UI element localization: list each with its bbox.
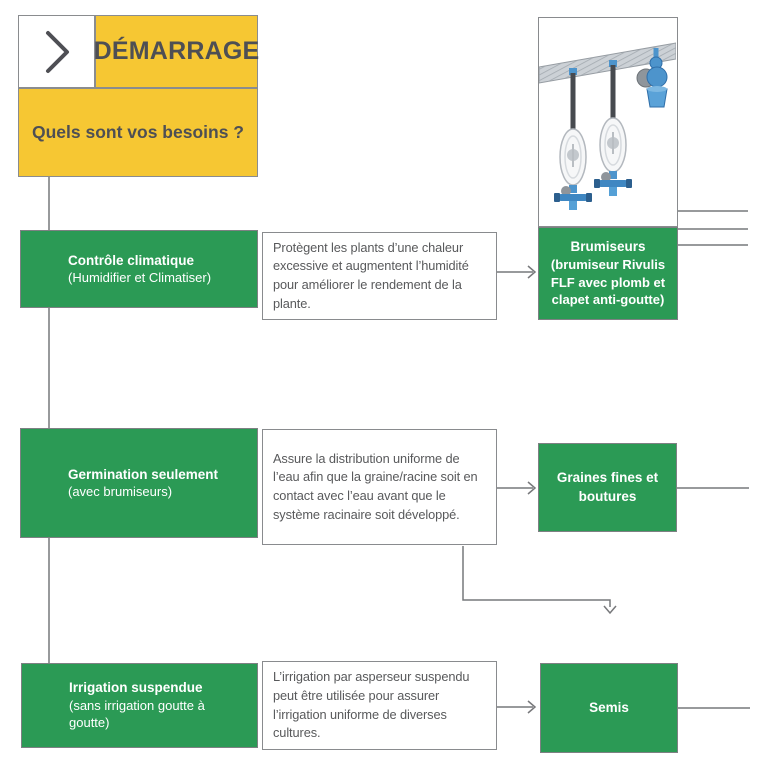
need-title: Contrôle climatique xyxy=(68,252,195,268)
start-box[interactable]: DÉMARRAGE xyxy=(93,15,260,88)
question-box: Quels sont vos besoins ? xyxy=(18,88,258,177)
arrow-row1-head xyxy=(527,265,537,279)
need-title: Irrigation suspendue xyxy=(69,680,203,696)
chevron-right-icon xyxy=(45,30,69,73)
description-box-row3: L’irrigation par asperseur suspendu peut… xyxy=(262,661,497,750)
result-subtitle: (brumiseur Rivulis FLF avec plomb et cla… xyxy=(550,257,666,308)
need-box-controle-climatique[interactable]: Contrôle climatique (Humidifier et Clima… xyxy=(20,230,258,308)
description-text: Protègent les plants d’une chaleur exces… xyxy=(273,239,469,311)
description-box-row2: Assure la distribution uniforme de l’eau… xyxy=(262,429,497,545)
description-text: L’irrigation par asperseur suspendu peut… xyxy=(273,669,470,741)
elbow-connector xyxy=(462,546,611,607)
pipe-connector-right xyxy=(636,48,668,108)
need-subtitle: (Humidifier et Climatiser) xyxy=(68,270,212,286)
start-label: DÉMARRAGE xyxy=(93,37,260,65)
need-subtitle: (sans irrigation goutte à goutte) xyxy=(69,698,205,731)
need-subtitle: (avec brumiseurs) xyxy=(68,484,173,500)
arrow-row2-head xyxy=(527,481,537,495)
arrow-row3-head xyxy=(527,700,537,714)
mister-middle xyxy=(594,60,632,196)
question-label: Quels sont vos besoins ? xyxy=(32,122,244,142)
result-box-semis[interactable]: Semis xyxy=(540,663,678,753)
result-title: Semis xyxy=(589,699,629,715)
suspended-misters-illustration xyxy=(539,42,677,210)
description-text: Assure la distribution uniforme de l’eau… xyxy=(273,450,478,522)
mister-left xyxy=(554,68,592,210)
elbow-connector-arrowhead xyxy=(603,605,617,615)
misters-illustration-box xyxy=(538,17,678,227)
description-box-row1: Protègent les plants d’une chaleur exces… xyxy=(262,232,497,320)
need-box-irrigation-suspendue[interactable]: Irrigation suspendue (sans irrigation go… xyxy=(21,663,258,748)
result-title: Brumiseurs xyxy=(570,239,646,255)
need-box-germination[interactable]: Germination seulement (avec brumiseurs) xyxy=(20,428,258,538)
need-title: Germination seulement xyxy=(68,466,219,482)
result-title: Graines fines et boutures xyxy=(556,470,659,504)
result-box-graines-fines[interactable]: Graines fines et boutures xyxy=(538,443,677,532)
start-chevron-box[interactable] xyxy=(18,15,95,88)
result-box-brumiseurs[interactable]: Brumiseurs (brumiseur Rivulis FLF avec p… xyxy=(538,227,678,320)
